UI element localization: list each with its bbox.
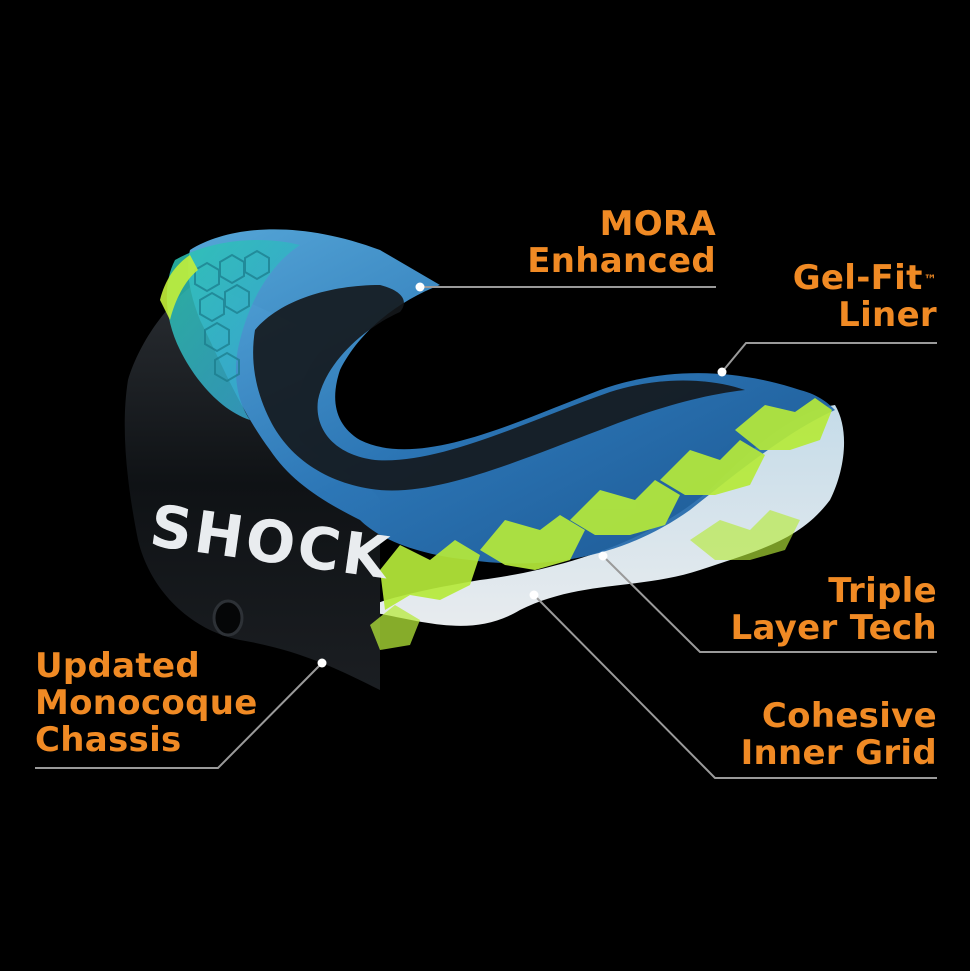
trademark-symbol: ™ xyxy=(923,273,937,288)
inner-channel xyxy=(253,285,745,491)
callout-chassis: Updated Monocoque Chassis xyxy=(35,648,275,759)
callout-gelfit-line2: Liner xyxy=(838,295,937,335)
callout-triple-line2: Layer Tech xyxy=(730,608,937,648)
callout-cohesive: Cohesive Inner Grid xyxy=(717,698,937,772)
leader-lines xyxy=(35,286,937,779)
breathing-hole xyxy=(212,599,244,637)
leader-dots xyxy=(317,282,727,668)
lime-accent xyxy=(160,255,198,320)
teal-liner xyxy=(166,240,300,420)
callout-gelfit: Gel-Fit™ Liner xyxy=(737,260,937,334)
callout-mora-line2: Enhanced xyxy=(527,241,716,281)
leader-cohesive xyxy=(533,594,937,779)
callout-triple-line1: Triple xyxy=(828,571,937,611)
callout-mora-line1: MORA xyxy=(599,204,716,244)
black-shell xyxy=(124,280,380,690)
callout-mora: MORA Enhanced xyxy=(520,206,716,280)
callout-gelfit-line1: Gel-Fit xyxy=(792,258,923,298)
leader-gelfit xyxy=(721,342,937,373)
callout-triple: Triple Layer Tech xyxy=(717,573,937,647)
leader-triple xyxy=(602,555,937,653)
green-grid xyxy=(370,398,832,650)
callout-cohesive-line2: Inner Grid xyxy=(740,733,937,773)
callout-chassis-line2: Monocoque xyxy=(35,683,258,723)
honeycomb-texture xyxy=(194,249,270,383)
leader-chassis xyxy=(35,662,323,769)
callout-cohesive-line1: Cohesive xyxy=(761,696,937,736)
callout-chassis-line1: Updated xyxy=(35,646,200,686)
callout-chassis-line3: Chassis xyxy=(35,720,182,760)
